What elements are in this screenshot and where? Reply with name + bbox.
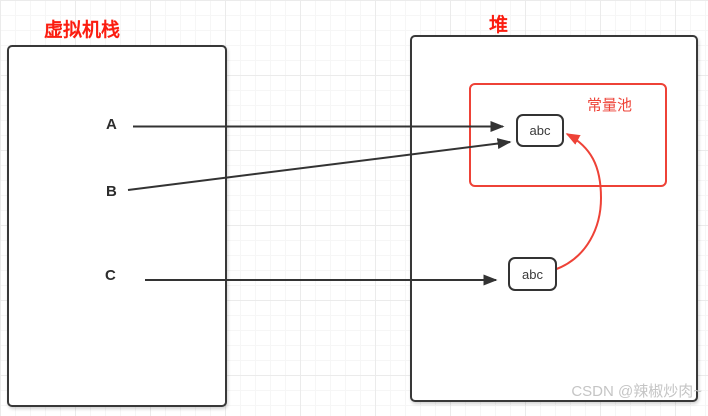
constant-pool-box [469, 83, 667, 187]
constant-pool-abc-node: abc [516, 114, 564, 147]
heap-abc-node: abc [508, 257, 557, 291]
stack-ref-a: A [106, 116, 117, 133]
stack-ref-c: C [105, 267, 116, 284]
csdn-watermark: CSDN @辣椒炒肉~ [571, 383, 702, 400]
constant-pool-abc-text: abc [529, 123, 551, 138]
constant-pool-label: 常量池 [587, 97, 633, 114]
stack-ref-b: B [106, 183, 117, 200]
heap-box-title: 堆 [489, 15, 509, 36]
stack-box-title: 虚拟机栈 [44, 20, 121, 41]
vm-stack-box [7, 45, 227, 407]
heap-abc-text: abc [522, 266, 543, 282]
